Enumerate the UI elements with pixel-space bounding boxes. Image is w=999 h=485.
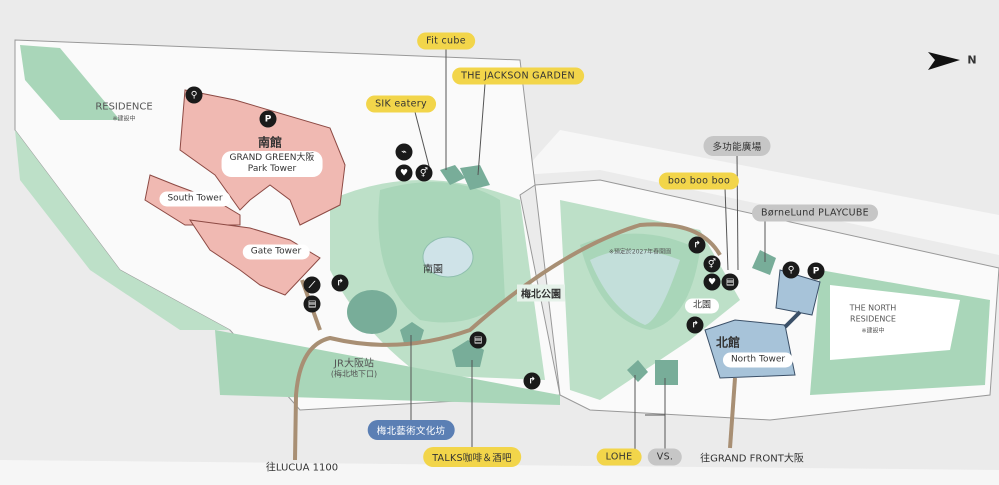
elevator-icon: ▤: [469, 331, 487, 349]
parking-icon: P: [259, 110, 277, 128]
place-vs[interactable]: VS.: [647, 448, 683, 466]
north-tower-label[interactable]: North Tower: [722, 352, 794, 368]
direction-sign-icon: ↱: [688, 236, 706, 254]
shop-jackson-garden[interactable]: THE JACKSON GARDEN: [452, 67, 584, 85]
north-arrow-icon: [928, 52, 960, 70]
place-borne-lund[interactable]: BørneLund PLAYCUBE: [752, 204, 878, 222]
elevator-icon: ▤: [721, 273, 739, 291]
parking-icon: P: [807, 262, 825, 280]
gate-tower-label[interactable]: Gate Tower: [242, 244, 310, 260]
jr-station-label: JR大阪站: [334, 358, 374, 370]
shop-lohe[interactable]: LOHE: [596, 448, 642, 466]
escalator-icon: ⟋: [303, 276, 321, 294]
north-residence-note: ※建設中: [861, 327, 885, 335]
direction-grand-front: 往GRAND FRONT大阪: [700, 453, 804, 465]
direction-sign-icon: ↱: [686, 316, 704, 334]
place-umekita-art[interactable]: 梅北藝術文化坊: [367, 420, 455, 440]
shop-talks[interactable]: TALKS咖啡＆酒吧: [423, 447, 521, 467]
direction-sign-icon: ↱: [523, 372, 541, 390]
aed-icon: ♥: [395, 164, 413, 182]
north-residence-label-2: RESIDENCE: [850, 314, 896, 324]
shop-boo-boo-boo[interactable]: boo boo boo: [658, 172, 740, 190]
bicycle-icon: ⚲: [185, 86, 203, 104]
smoking-area-icon: ⌁: [395, 143, 413, 161]
residence-label: RESIDENCE: [95, 101, 153, 113]
direction-sign-icon: ↱: [331, 274, 349, 292]
direction-lucua: 往LUCUA 1100: [265, 462, 339, 474]
toilet-icon: ⚥: [415, 164, 433, 182]
park-tower-sub: Park Tower: [247, 164, 297, 174]
south-building-label: 南館: [257, 135, 283, 150]
residence-note: ※建設中: [112, 115, 136, 123]
jr-exit-label: (梅北地下口): [330, 369, 378, 379]
walkway: [293, 222, 722, 461]
umekita-park-label: 梅北公園: [517, 284, 565, 302]
compass-label: N: [967, 53, 977, 67]
bicycle-icon: ⚲: [782, 261, 800, 279]
north-residence-label-1: THE NORTH: [849, 303, 897, 313]
aed-icon: ♥: [703, 273, 721, 291]
shop-fit-cube[interactable]: Fit cube: [417, 32, 475, 50]
toilet-icon: ⚥: [703, 255, 721, 273]
south-park-label: 南園: [423, 264, 443, 276]
north-park-note: ※預定於2027年春開園: [608, 248, 672, 256]
park-tower-name: GRAND GREEN大阪: [229, 153, 315, 163]
elevator-icon: ▤: [303, 295, 321, 313]
place-multi-plaza[interactable]: 多功能廣場: [703, 136, 771, 156]
south-tower-label[interactable]: South Tower: [159, 191, 231, 207]
north-building-label: 北館: [715, 335, 741, 350]
shop-sik-eatery[interactable]: SIK eatery: [366, 95, 436, 113]
north-park-label: 北園: [684, 298, 720, 314]
